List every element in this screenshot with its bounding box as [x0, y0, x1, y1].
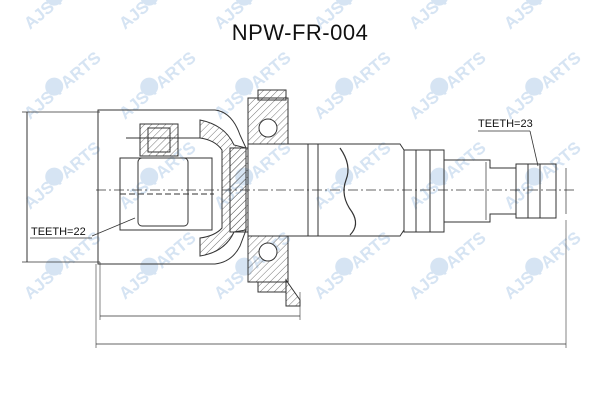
svg-text:AJS PARTS: AJS PARTS [405, 138, 489, 213]
callout-teeth-outer: TEETH=23 [478, 118, 533, 130]
watermark-logo: AJS PARTS [310, 138, 394, 213]
watermark-logo: AJS PARTS [405, 48, 489, 123]
watermark-logo: AJS PARTS [500, 138, 584, 213]
watermark-logo: AJS PARTS [500, 228, 584, 303]
svg-text:AJS PARTS: AJS PARTS [500, 48, 584, 123]
watermark-logo: AJS PARTS [310, 48, 394, 123]
tripod-roller [137, 157, 189, 227]
spline-tip [515, 163, 557, 219]
shaft-break [339, 147, 357, 236]
technical-drawing [22, 89, 575, 348]
part-number-title: NPW-FR-004 [231, 20, 369, 45]
svg-text:AJS PARTS: AJS PARTS [310, 138, 394, 213]
bearing-top [247, 89, 289, 145]
watermark-logo: AJS PARTS [115, 48, 199, 123]
bearing-bottom [247, 235, 301, 307]
svg-text:AJS PARTS: AJS PARTS [405, 48, 489, 123]
tripod-head [139, 123, 179, 157]
svg-text:AJS PARTS: AJS PARTS [20, 228, 104, 303]
watermark-logo: AJS PARTS [20, 138, 104, 213]
svg-text:AJS PARTS: AJS PARTS [500, 138, 584, 213]
watermark-logo: AJS PARTS [310, 228, 394, 303]
watermark-logo: AJS PARTS [405, 228, 489, 303]
watermark-logo: AJS PARTS [500, 48, 584, 123]
watermark-logo: AJS PARTS [20, 48, 104, 123]
svg-text:AJS PARTS: AJS PARTS [405, 228, 489, 303]
svg-text:AJS PARTS: AJS PARTS [310, 228, 394, 303]
svg-text:AJS PARTS: AJS PARTS [115, 228, 199, 303]
svg-text:AJS PARTS: AJS PARTS [20, 138, 104, 213]
leader-teeth-inner [91, 217, 136, 237]
svg-text:AJS PARTS: AJS PARTS [310, 48, 394, 123]
svg-text:AJS PARTS: AJS PARTS [115, 48, 199, 123]
leader-teeth-outer [529, 130, 539, 167]
svg-text:AJS PARTS: AJS PARTS [500, 228, 584, 303]
callout-teeth-inner: TEETH=22 [31, 226, 86, 238]
